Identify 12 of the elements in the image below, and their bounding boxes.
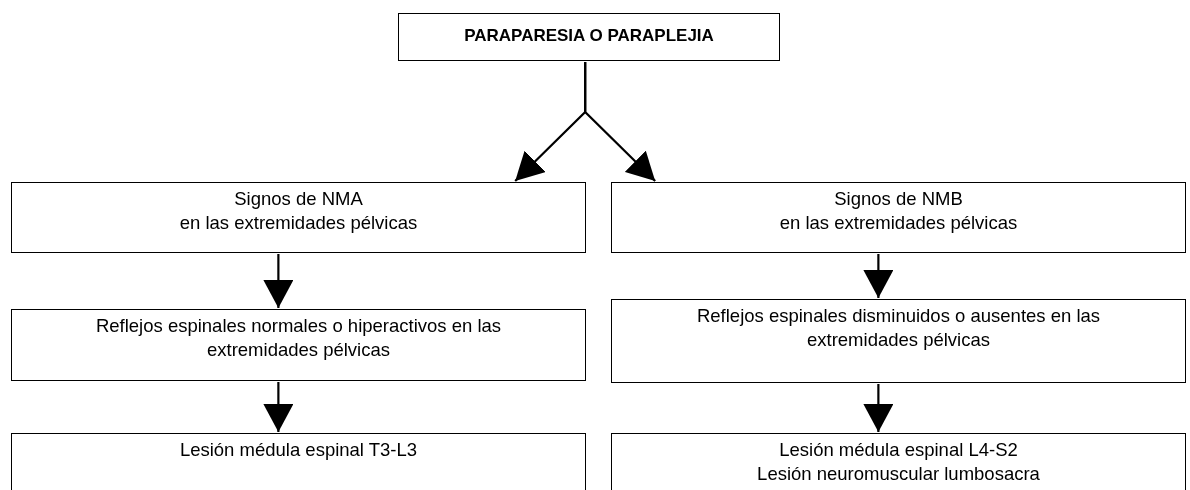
- arrow: [584, 62, 656, 182]
- process-box: Reflejos espinales normales o hiperactivos en las extremidades pélvicas: [11, 309, 586, 381]
- process-box: Lesión médula espinal T3-L3: [11, 433, 586, 490]
- arrow: [263, 382, 294, 432]
- arrow: [263, 254, 294, 308]
- process-box: PARAPARESIA O PARAPLEJIA: [398, 13, 780, 61]
- arrow: [863, 384, 894, 432]
- arrow: [863, 254, 894, 298]
- process-box: Signos de NMA en las extremidades pélvicas: [11, 182, 586, 253]
- process-box: Signos de NMB en las extremidades pélvicas: [611, 182, 1186, 253]
- process-box: Reflejos espinales disminuidos o ausentes en las extremidades pélvicas: [611, 299, 1186, 383]
- process-box: Lesión médula espinal L4-S2 Lesión neuromuscular lumbosacra: [611, 433, 1186, 490]
